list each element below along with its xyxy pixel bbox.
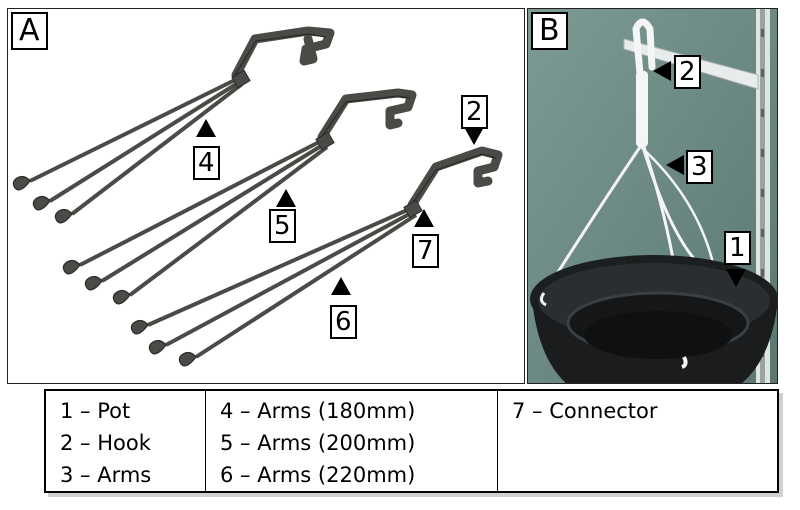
arm-set-200mm xyxy=(62,88,417,305)
legend-item-hook: 2 – Hook xyxy=(60,431,151,455)
panel-a-render: A 4 5 2 7 6 xyxy=(7,8,525,384)
legend-item-connector: 7 – Connector xyxy=(512,399,658,423)
hanger-render-drawing xyxy=(12,26,503,367)
legend-item-arms: 3 – Arms xyxy=(60,463,152,487)
arm-set-180mm xyxy=(12,26,335,224)
legend-column-3: 7 – Connector xyxy=(498,391,777,491)
arm-set-220mm xyxy=(130,146,503,367)
pointer-arrow-6 xyxy=(331,277,351,295)
callout-b-3: 3 xyxy=(686,150,713,184)
legend-item-pot: 1 – Pot xyxy=(60,399,131,423)
panel-letter-b: B xyxy=(531,12,568,50)
pointer-arrow-b3 xyxy=(666,155,684,175)
legend-column-2: 4 – Arms (180mm) 5 – Arms (200mm) 6 – Ar… xyxy=(206,391,498,491)
callout-4: 4 xyxy=(193,146,220,180)
callout-6: 6 xyxy=(330,305,357,339)
panel-letter-a: A xyxy=(11,12,48,50)
legend-item-arms-220mm: 6 – Arms (220mm) xyxy=(220,463,416,487)
legend-table: 1 – Pot 2 – Hook 3 – Arms 4 – Arms (180m… xyxy=(44,389,779,493)
pointer-arrow-b2 xyxy=(653,61,671,81)
legend-item-arms-180mm: 4 – Arms (180mm) xyxy=(220,399,416,423)
callout-b-1: 1 xyxy=(724,231,751,265)
callout-7: 7 xyxy=(412,234,439,268)
callout-b-2: 2 xyxy=(674,55,701,89)
panel-b-photo: B 2 3 1 xyxy=(527,8,778,384)
pointer-arrow-5 xyxy=(276,189,296,207)
legend-item-arms-200mm: 5 – Arms (200mm) xyxy=(220,431,416,455)
legend-column-1: 1 – Pot 2 – Hook 3 – Arms xyxy=(46,391,206,491)
pointer-arrow-4 xyxy=(196,119,216,137)
pointer-arrow-b1 xyxy=(726,269,746,287)
callout-5: 5 xyxy=(269,209,296,243)
callout-2: 2 xyxy=(461,95,488,129)
pointer-arrow-7 xyxy=(414,209,434,227)
pointer-arrow-2 xyxy=(464,127,484,145)
hanging-pot-photo-illustration xyxy=(528,9,777,383)
